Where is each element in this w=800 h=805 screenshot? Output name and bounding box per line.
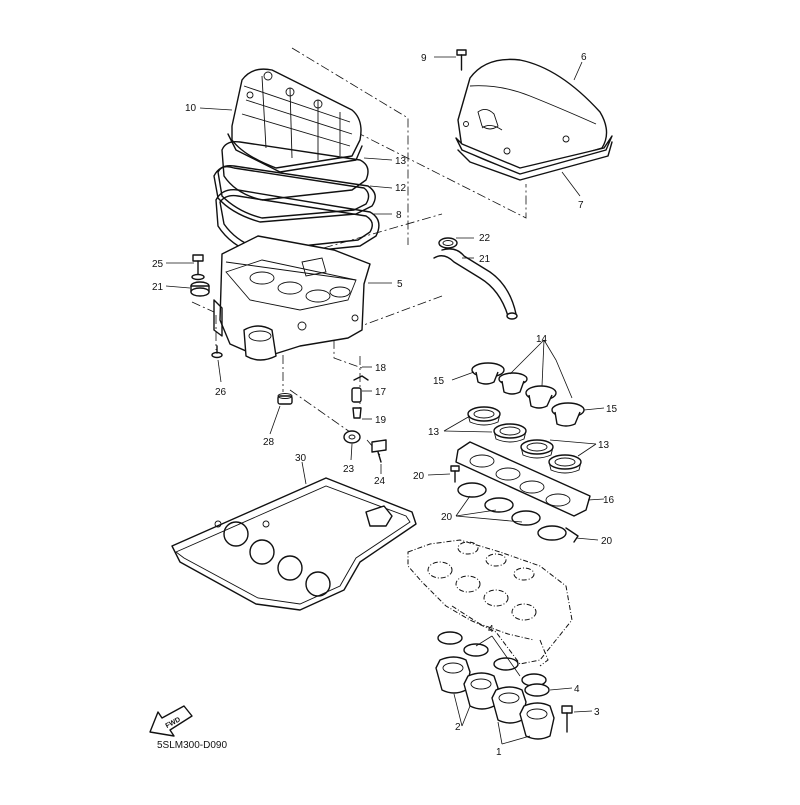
callout-10: 10: [185, 103, 197, 114]
throttle-body-reference: [407, 539, 573, 667]
callout-11: 12: [395, 183, 407, 194]
joint-ring-parts: [457, 482, 579, 543]
air-filter-cover-part: [455, 58, 613, 181]
callout-19: 18: [375, 363, 387, 374]
callout-9: 9: [421, 53, 427, 64]
callout-27: 26: [215, 387, 227, 398]
gaskets-part: [213, 140, 380, 257]
joint-plate-part: [455, 441, 591, 517]
callout-4-right: 4: [574, 684, 580, 695]
callout-17: 20: [413, 471, 425, 482]
callout-21-right: 20: [601, 536, 613, 547]
cover-screw-part: [456, 49, 467, 71]
callout-12: 13: [395, 156, 407, 167]
intake-joint-parts: [435, 631, 555, 740]
callout-29: 28: [263, 437, 275, 448]
callout-22: 23: [343, 464, 355, 475]
callout-7: 7: [578, 200, 584, 211]
small-hardware-parts: [190, 254, 573, 733]
callout-8: 8: [396, 210, 402, 221]
fwd-arrow-icon: FWD: [149, 705, 193, 737]
diagram-code: 5SLM300-D090: [157, 740, 227, 751]
callout-20: 19: [375, 415, 387, 426]
breather-hose-part: [433, 237, 518, 320]
callout-14: 14: [536, 334, 548, 345]
callout-30: 30: [295, 453, 307, 464]
air-filter-case-part: [213, 235, 371, 361]
callout-26: 24: [374, 476, 386, 487]
callout-2: 2: [455, 722, 461, 733]
air-funnel-parts: [471, 362, 585, 427]
air-filter-element-part: [227, 68, 363, 173]
callout-18: 17: [375, 387, 387, 398]
callout-13-left: 13: [428, 427, 440, 438]
callout-6: 6: [581, 52, 587, 63]
callout-24: 21: [479, 254, 491, 265]
callout-28: 25: [152, 259, 164, 270]
callout-21-left: 20: [441, 512, 453, 523]
callout-13-right: 13: [598, 440, 610, 451]
callout-23: 21: [152, 282, 164, 293]
callout-3: 3: [594, 707, 600, 718]
assembly-lines: [191, 47, 527, 456]
plate-part: [171, 477, 417, 611]
callout-16: 16: [603, 495, 615, 506]
callout-25: 22: [479, 233, 491, 244]
callout-1: 1: [496, 747, 502, 758]
funnel-seal-parts: [467, 406, 582, 474]
callout-5: 5: [397, 279, 403, 290]
leader-lines: [165, 56, 605, 745]
callout-15-left: 15: [433, 376, 445, 387]
callout-4-top: 4: [488, 624, 494, 635]
callout-labels: 9 6 7 10 13 12 8 22 21 5 25 21 26 18 17 …: [152, 52, 618, 758]
callout-15-right: 15: [606, 404, 618, 415]
